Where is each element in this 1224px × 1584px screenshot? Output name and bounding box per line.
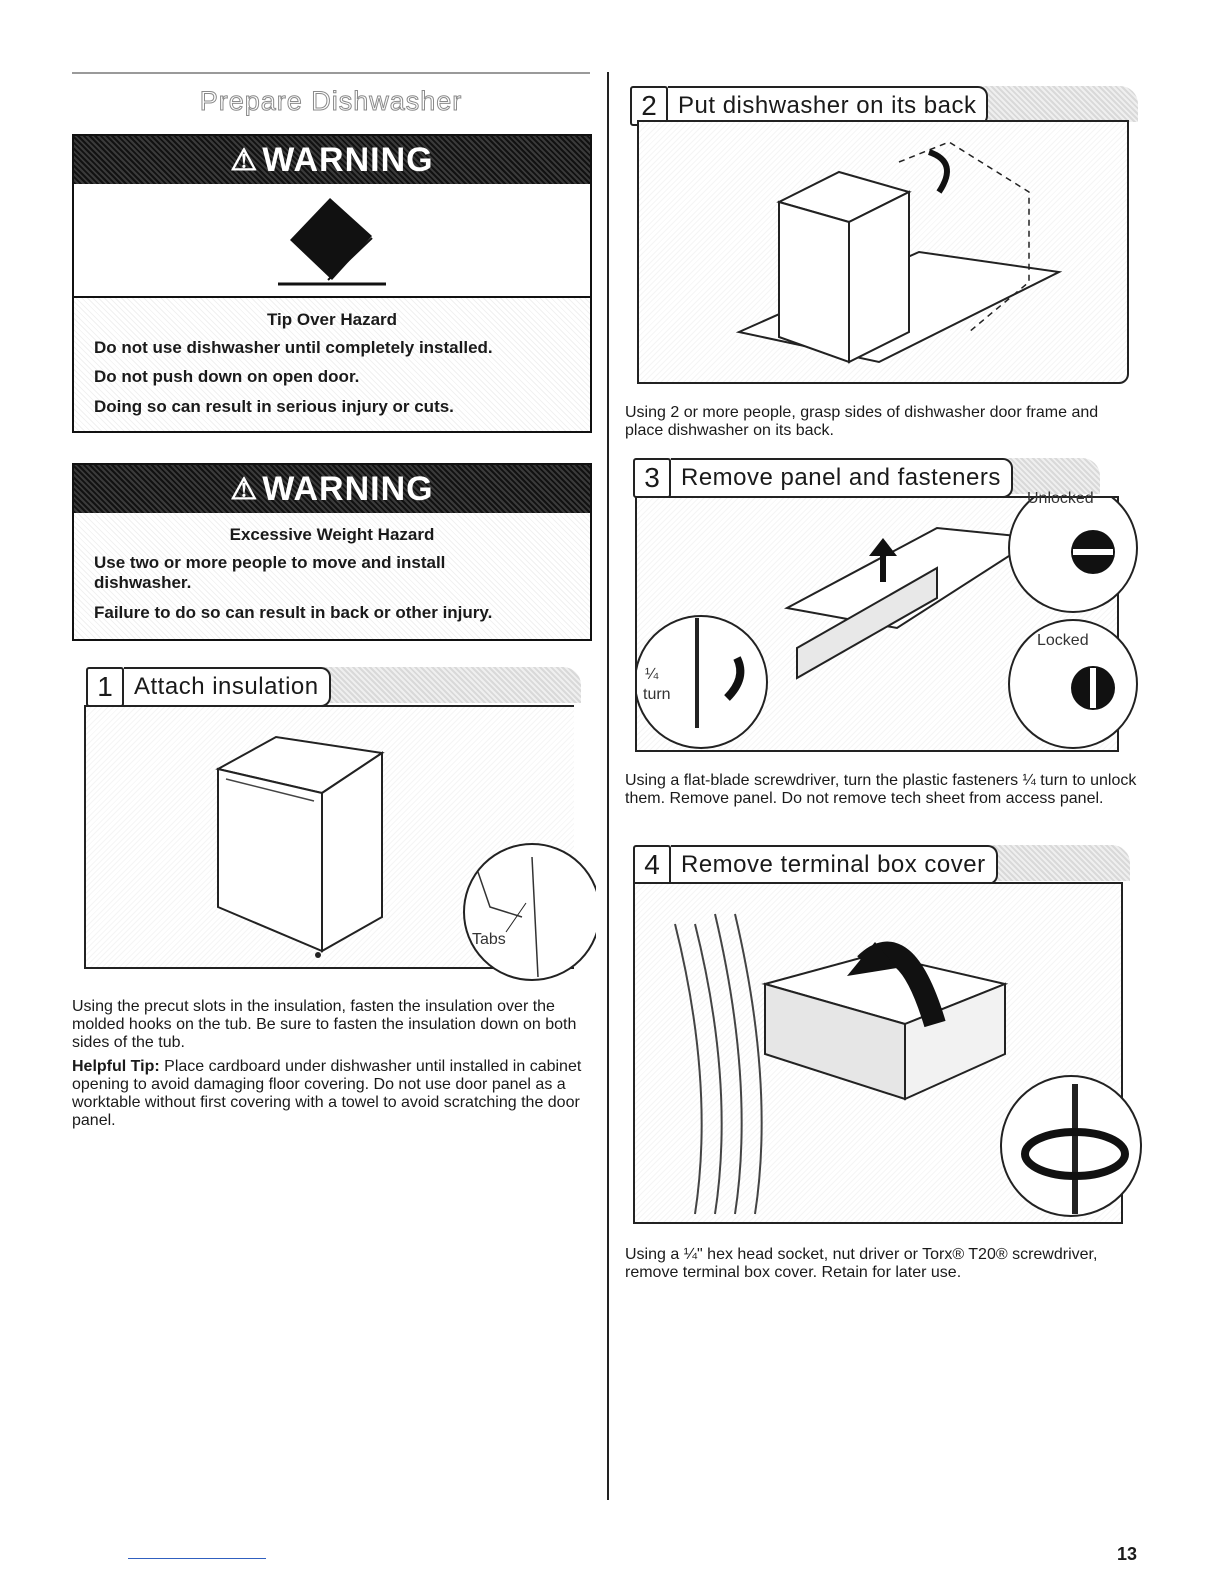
step-2-header: 2 Put dishwasher on its back [630, 86, 989, 126]
warning-triangle-icon: ⚠ [230, 143, 259, 177]
callout-label: ¼ [645, 666, 659, 683]
hazard-title: Excessive Weight Hazard [229, 525, 435, 544]
step-1-header: 1 Attach insulation [86, 667, 331, 707]
hazard-line: Use two or more people to move and insta… [94, 553, 446, 593]
panel-removal-drawing [637, 498, 1138, 749]
hazard-line: Failure to do so can result in back or o… [94, 602, 493, 622]
warning-triangle-icon: ⚠ [230, 472, 259, 506]
hazard-line: Do not push down on open door. [94, 367, 360, 387]
page-number: 13 [1117, 1544, 1138, 1564]
tip-over-hazard-icon [278, 198, 386, 286]
back-placement-illustration [637, 120, 1129, 384]
hazard-line: Do not use dishwasher until completely i… [94, 338, 493, 357]
helpful-tip: Helpful Tip: Place cardboard under dishw… [72, 1058, 582, 1130]
terminal-box-illustration [633, 882, 1142, 1224]
hazard-title: Tip Over Hazard [266, 310, 398, 329]
warning-header-label: WARNING [262, 469, 434, 508]
insulation-illustration: Tabs [84, 705, 596, 981]
step-3-text: Using a flat-blade screwdriver, turn the… [625, 772, 1145, 814]
terminal-box-drawing [674, 913, 1142, 1217]
top-rule [72, 72, 590, 74]
callout-label: Tabs [472, 931, 506, 948]
step-title: Remove panel and fasteners [671, 458, 1013, 498]
tip-over-warning-box: ⚠ WARNING Tip Over Hazard Do not use dis… [72, 134, 592, 434]
warning-header-label: WARNING [262, 140, 434, 179]
step-number: 4 [633, 845, 671, 885]
step-number: 2 [630, 86, 668, 126]
column-divider [607, 72, 609, 1500]
footnote-rule [128, 1558, 266, 1559]
hazard-line: Doing so can result in serious injury or… [94, 396, 454, 416]
warning-header: ⚠ WARNING [74, 465, 590, 513]
section-title: Prepare Dishwasher [199, 86, 463, 117]
step-paragraph: Using a flat-blade screwdriver, turn the… [625, 772, 1137, 807]
step-number: 3 [633, 458, 671, 498]
step-number: 1 [86, 667, 124, 707]
tip-label: Helpful Tip: [72, 1058, 160, 1075]
step-1-text: Using the precut slots in the insulation… [72, 998, 582, 1136]
step-4-header: 4 Remove terminal box cover [633, 845, 998, 885]
dishwasher-on-back-drawing [735, 141, 1063, 364]
step-title: Attach insulation [124, 667, 331, 707]
dishwasher-insulation-drawing [215, 735, 596, 981]
weight-warning-box: ⚠ WARNING Excessive Weight Hazard Use tw… [72, 463, 592, 642]
step-paragraph: Using 2 or more people, grasp sides of d… [625, 404, 1099, 439]
step-2-text: Using 2 or more people, grasp sides of d… [625, 404, 1135, 446]
step-title: Put dishwasher on its back [668, 86, 989, 126]
step-title: Remove terminal box cover [671, 845, 998, 885]
step-3-header: 3 Remove panel and fasteners [633, 458, 1013, 498]
panel-fasteners-illustration: Unlocked Locked ¼ turn [635, 490, 1138, 752]
warning-header: ⚠ WARNING [74, 136, 590, 184]
callout-label: Locked [1037, 632, 1089, 649]
step-4-text: Using a ¼" hex head socket, nut driver o… [625, 1246, 1145, 1288]
step-paragraph: Using the precut slots in the insulation… [72, 998, 577, 1051]
tip-text: Place cardboard under dishwasher until i… [72, 1058, 582, 1129]
callout-label: Unlocked [1027, 490, 1094, 507]
step-paragraph: Using a ¼" hex head socket, nut driver o… [625, 1246, 1098, 1281]
tip-over-icon-area [74, 184, 590, 298]
callout-label: turn [643, 686, 671, 703]
